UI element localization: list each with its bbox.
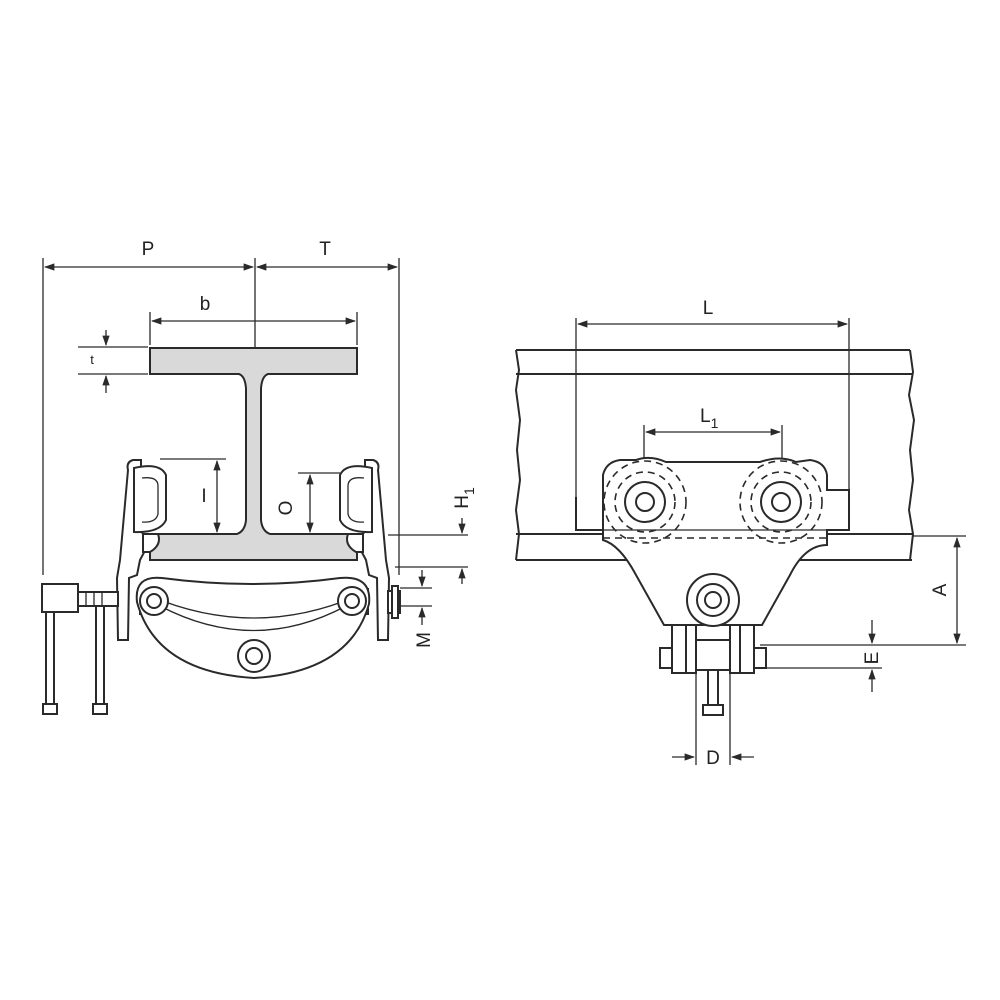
left-wheel [603,460,687,544]
right-side-plate [339,459,391,641]
dimension-L1: L1 [643,406,783,460]
bottom-pin [237,639,271,673]
label-I: I [201,486,206,507]
right-pin [337,586,367,616]
label-A: A [930,583,951,596]
label-b: b [200,294,211,315]
label-L1-subscript: 1 [711,415,719,431]
label-T: T [319,239,331,260]
load-pin [686,573,740,627]
i-beam-section [149,347,358,561]
dimension-P: P [43,239,255,271]
left-pin [139,586,169,616]
dimension-L: L [575,298,850,497]
left-side-plate [115,459,167,641]
dimension-A: A [760,535,966,646]
dimension-E: E [766,620,883,692]
front-view: P T b t I O [41,239,477,715]
dimension-b: b [150,294,357,325]
dimension-H1: H1 [388,487,477,584]
label-O: O [276,501,297,516]
suspension-assembly [659,624,767,716]
svg-text:L1: L1 [700,406,719,431]
dimension-O: O [276,472,340,534]
label-t: t [90,352,94,367]
dimension-t: t [78,330,148,393]
label-L: L [703,298,714,319]
label-M: M [414,632,435,648]
svg-text:H1: H1 [452,487,477,509]
adjusting-spindle [41,583,119,715]
dimension-D: D [672,673,754,769]
label-P: P [142,239,155,260]
suspension-yoke [135,576,371,680]
dimension-T: T [255,239,399,271]
label-H1-subscript: 1 [461,487,477,495]
label-L1: L [700,406,711,427]
dimension-I: I [160,458,226,534]
label-D: D [706,748,720,769]
right-wheel [739,460,823,544]
label-E: E [862,652,883,665]
dimension-M: M [400,570,435,648]
label-H1: H [452,495,473,509]
side-view: L L1 [514,298,966,769]
